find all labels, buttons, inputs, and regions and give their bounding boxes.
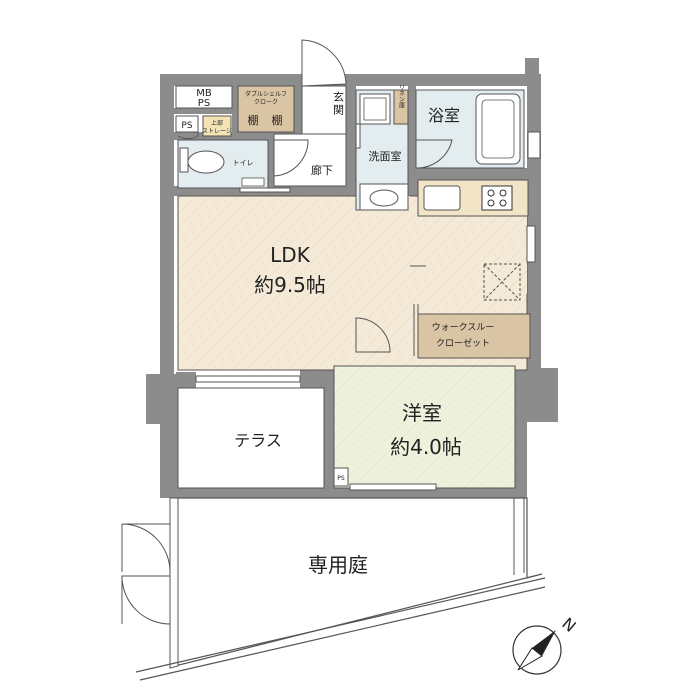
hallway-label: 廊下 — [311, 163, 333, 177]
terrace-label: テラス — [234, 431, 282, 450]
fridge-space-icon — [483, 263, 521, 301]
mb-label: MB — [196, 88, 212, 99]
ps-label: PS — [198, 98, 210, 109]
windows — [195, 123, 541, 491]
room-doors — [177, 39, 453, 353]
entrance-floor — [301, 85, 347, 135]
private-garden-label: 専用庭 — [308, 553, 368, 577]
western-room-label: 洋室 — [402, 401, 442, 425]
toilet-label: トイレ — [233, 159, 254, 167]
ps-box-small — [333, 467, 349, 487]
bathroom-label: 浴室 — [428, 106, 460, 125]
upper-storage-line1: 上部 — [211, 119, 223, 127]
cloak-label-line1: ダブルシェルフ — [245, 90, 287, 98]
washroom-label: 洗面室 — [369, 149, 402, 163]
western-room-size-label: 約4.0帖 — [390, 435, 462, 459]
cloak-shelf-left: 棚 — [248, 113, 259, 127]
linen-box — [393, 89, 409, 125]
upper-storage-line2: ストレージ — [202, 128, 232, 135]
ldk-label: LDK — [270, 243, 311, 267]
north-arrow-icon: N — [512, 614, 580, 675]
entrance-label-char1: 玄関 — [332, 90, 345, 117]
double-shelf-cloak-box — [237, 85, 295, 133]
terrace-area — [177, 387, 325, 489]
mb-ps-box — [175, 85, 233, 109]
upper-storage-box — [202, 115, 232, 137]
toilet-bowl-icon — [179, 147, 225, 174]
western-room-floor — [333, 365, 516, 489]
washbasin — [359, 183, 409, 211]
closet-label-line2: クローゼット — [436, 337, 490, 349]
bathtub — [475, 93, 521, 165]
kitchen-sink — [423, 185, 461, 211]
closet-label-line1: ウォークスルー — [432, 322, 495, 333]
linen-label: リネン庫 — [398, 84, 405, 109]
ps-small-label: PS — [181, 121, 192, 131]
cloak-label-line2: クローク — [254, 99, 278, 106]
compass-n-label: N — [558, 614, 579, 636]
ps-room-label: PS — [337, 475, 345, 482]
stove-icon — [481, 185, 513, 211]
private-garden-area — [173, 497, 543, 667]
ldk-size-label: 約9.5帖 — [254, 273, 326, 297]
walk-through-closet-box — [417, 313, 531, 359]
cloak-shelf-right: 棚 — [272, 113, 283, 127]
garden-gate-doors — [121, 523, 171, 625]
laundry-pan — [359, 93, 391, 125]
hallway-floor — [273, 133, 347, 187]
